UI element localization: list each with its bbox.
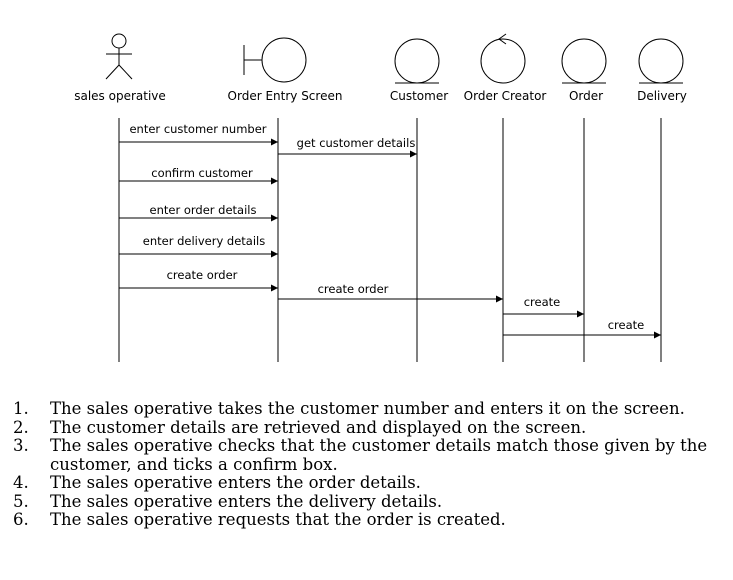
- message-label: confirm customer: [151, 166, 253, 180]
- lifeline-label-order-entry-screen: Order Entry Screen: [228, 89, 343, 103]
- message-create-order-screen: create order: [119, 268, 278, 292]
- lifeline-label-delivery: Delivery: [637, 89, 687, 103]
- message-label: create: [608, 318, 645, 332]
- entity-icon-order: [561, 38, 607, 84]
- entity-icon-customer: [394, 38, 440, 84]
- step-number: 2.: [13, 417, 29, 437]
- step-item: 6. The sales operative requests that the…: [0, 510, 733, 530]
- step-text: The sales operative checks that the cust…: [50, 436, 708, 455]
- message-label: get customer details: [297, 136, 416, 150]
- message-enter-customer-number: enter customer number: [119, 122, 278, 146]
- step-number: 4.: [13, 473, 29, 492]
- entity-icon-delivery: [638, 38, 684, 84]
- lifeline-label-order: Order: [569, 89, 603, 103]
- sequence-diagram: sales operative Order Entry Screen Custo…: [74, 33, 687, 362]
- boundary-icon: [243, 37, 307, 83]
- lifeline-label-customer: Customer: [390, 89, 448, 103]
- step-text: The sales operative enters the delivery …: [50, 491, 443, 511]
- control-icon: [480, 33, 526, 84]
- message-create-order: create: [503, 295, 584, 318]
- message-label: enter customer number: [129, 122, 266, 136]
- message-label: create: [524, 295, 561, 309]
- actor-icon: [105, 33, 133, 80]
- step-item: 4. The sales operative enters the order …: [0, 473, 733, 493]
- step-item: 5. The sales operative enters the delive…: [0, 491, 733, 512]
- step-text: The sales operative requests that the or…: [50, 510, 506, 529]
- message-enter-delivery-details: enter delivery details: [119, 234, 278, 258]
- message-confirm-customer: confirm customer: [119, 166, 278, 185]
- message-label: enter order details: [150, 203, 257, 217]
- steps-list: 1. The sales operative takes the custome…: [0, 400, 733, 530]
- message-label: create order: [318, 282, 389, 296]
- message-create-delivery: create: [503, 318, 661, 339]
- message-get-customer-details: get customer details: [278, 136, 417, 158]
- message-enter-order-details: enter order details: [119, 203, 278, 222]
- message-label: enter delivery details: [143, 234, 265, 248]
- step-number: 6.: [13, 510, 29, 529]
- message-label: create order: [167, 268, 238, 282]
- step-text-continued: customer, and ticks a confirm box.: [50, 454, 338, 474]
- step-text: The customer details are retrieved and d…: [50, 417, 587, 437]
- lifeline-label-sales-operative: sales operative: [74, 89, 166, 103]
- step-item: 3. The sales operative checks that the c…: [0, 436, 733, 474]
- step-text: The sales operative enters the order det…: [50, 473, 421, 492]
- step-text: The sales operative takes the customer n…: [50, 400, 685, 418]
- step-item: 1. The sales operative takes the custome…: [0, 400, 733, 419]
- step-number: 1.: [13, 400, 29, 418]
- lifeline-label-order-creator: Order Creator: [464, 89, 547, 103]
- message-create-order-creator: create order: [278, 282, 503, 303]
- step-number: 3.: [13, 436, 29, 455]
- step-item: 2. The customer details are retrieved an…: [0, 417, 733, 438]
- step-number: 5.: [13, 491, 29, 511]
